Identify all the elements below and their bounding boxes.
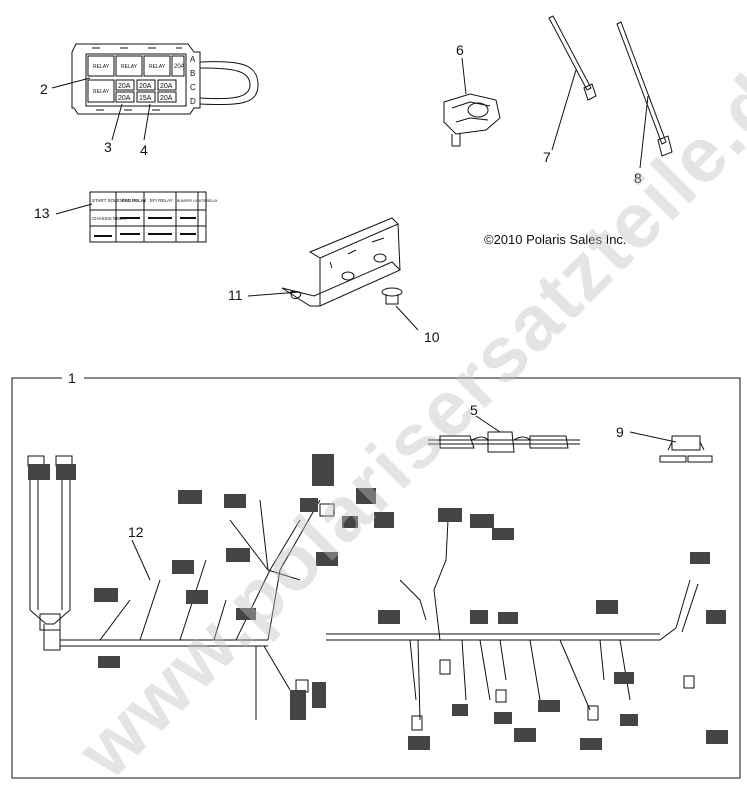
leader-7 [551,69,577,151]
callout-5: 5 [470,402,478,418]
leader-13 [55,203,93,215]
relay-label-3: RELAY [149,64,166,70]
leader-4 [143,103,151,141]
callout-8: 8 [634,170,642,186]
row-letter-d: D [190,97,196,106]
callout-10: 10 [424,329,440,345]
callout-12: 12 [128,524,144,540]
leader-12 [131,539,151,581]
relay-label-chart: START SOLENOID RELAY FAN RELAY EFI RELAY… [89,191,218,243]
copyright-notice: ©2010 Polaris Sales Inc. [484,232,627,247]
callout-9: 9 [616,424,624,440]
relay-label-1: RELAY [93,64,110,70]
fuse-label-b3: 20A [160,95,173,102]
row-letter-a: A [190,55,196,64]
relay-label-4: RELAY [93,89,110,95]
main-wiring-harness [27,455,699,731]
leader-6 [461,57,467,95]
harness-segment [428,431,580,453]
callout-2: 2 [40,81,48,97]
clip-part [443,93,501,147]
callout-7: 7 [543,149,551,165]
fuse-label-b2: 15A [139,95,152,102]
fuse-label-a3: 20A [160,83,173,90]
fuse-label-b1: 20A [118,95,131,102]
fuse-label-side: 20A [174,64,185,70]
row-letter-b: B [190,69,195,78]
callout-13: 13 [34,205,50,221]
relay-label-2: RELAY [121,64,138,70]
callout-1: 1 [68,370,76,386]
chart-header-2: FAN RELAY [122,198,146,203]
leader-2 [51,77,91,89]
chart-header-1: START SOLENOID RELAY [92,198,146,203]
connector-part [659,435,713,463]
fuse-label-a2: 20A [139,83,152,90]
cable-tie-short [548,15,597,101]
kit-border [11,377,741,779]
row-letter-c: C [190,83,196,92]
leader-10 [395,305,419,331]
leader-5 [475,415,501,433]
mounting-bracket [281,217,401,307]
chart-header-3: EFI RELAY [150,198,173,203]
fuse-box: RELAY RELAY RELAY RELAY 20A 20A 20A 20A … [71,43,259,115]
leader-3 [111,103,123,141]
leader-11 [247,291,301,297]
callout-11: 11 [228,287,243,303]
push-rivet [381,287,403,305]
chart-row-1: CHASSIS RELAY [92,216,127,221]
callout-6: 6 [456,42,464,58]
harness-tags [28,454,728,750]
fuse-label-a1: 20A [118,83,131,90]
chart-header-4: BUMPER LIGHTS RELAY [177,199,218,203]
leader-9 [629,431,677,443]
leader-8 [639,95,649,169]
callout-4: 4 [140,142,148,158]
callout-3: 3 [104,139,112,155]
